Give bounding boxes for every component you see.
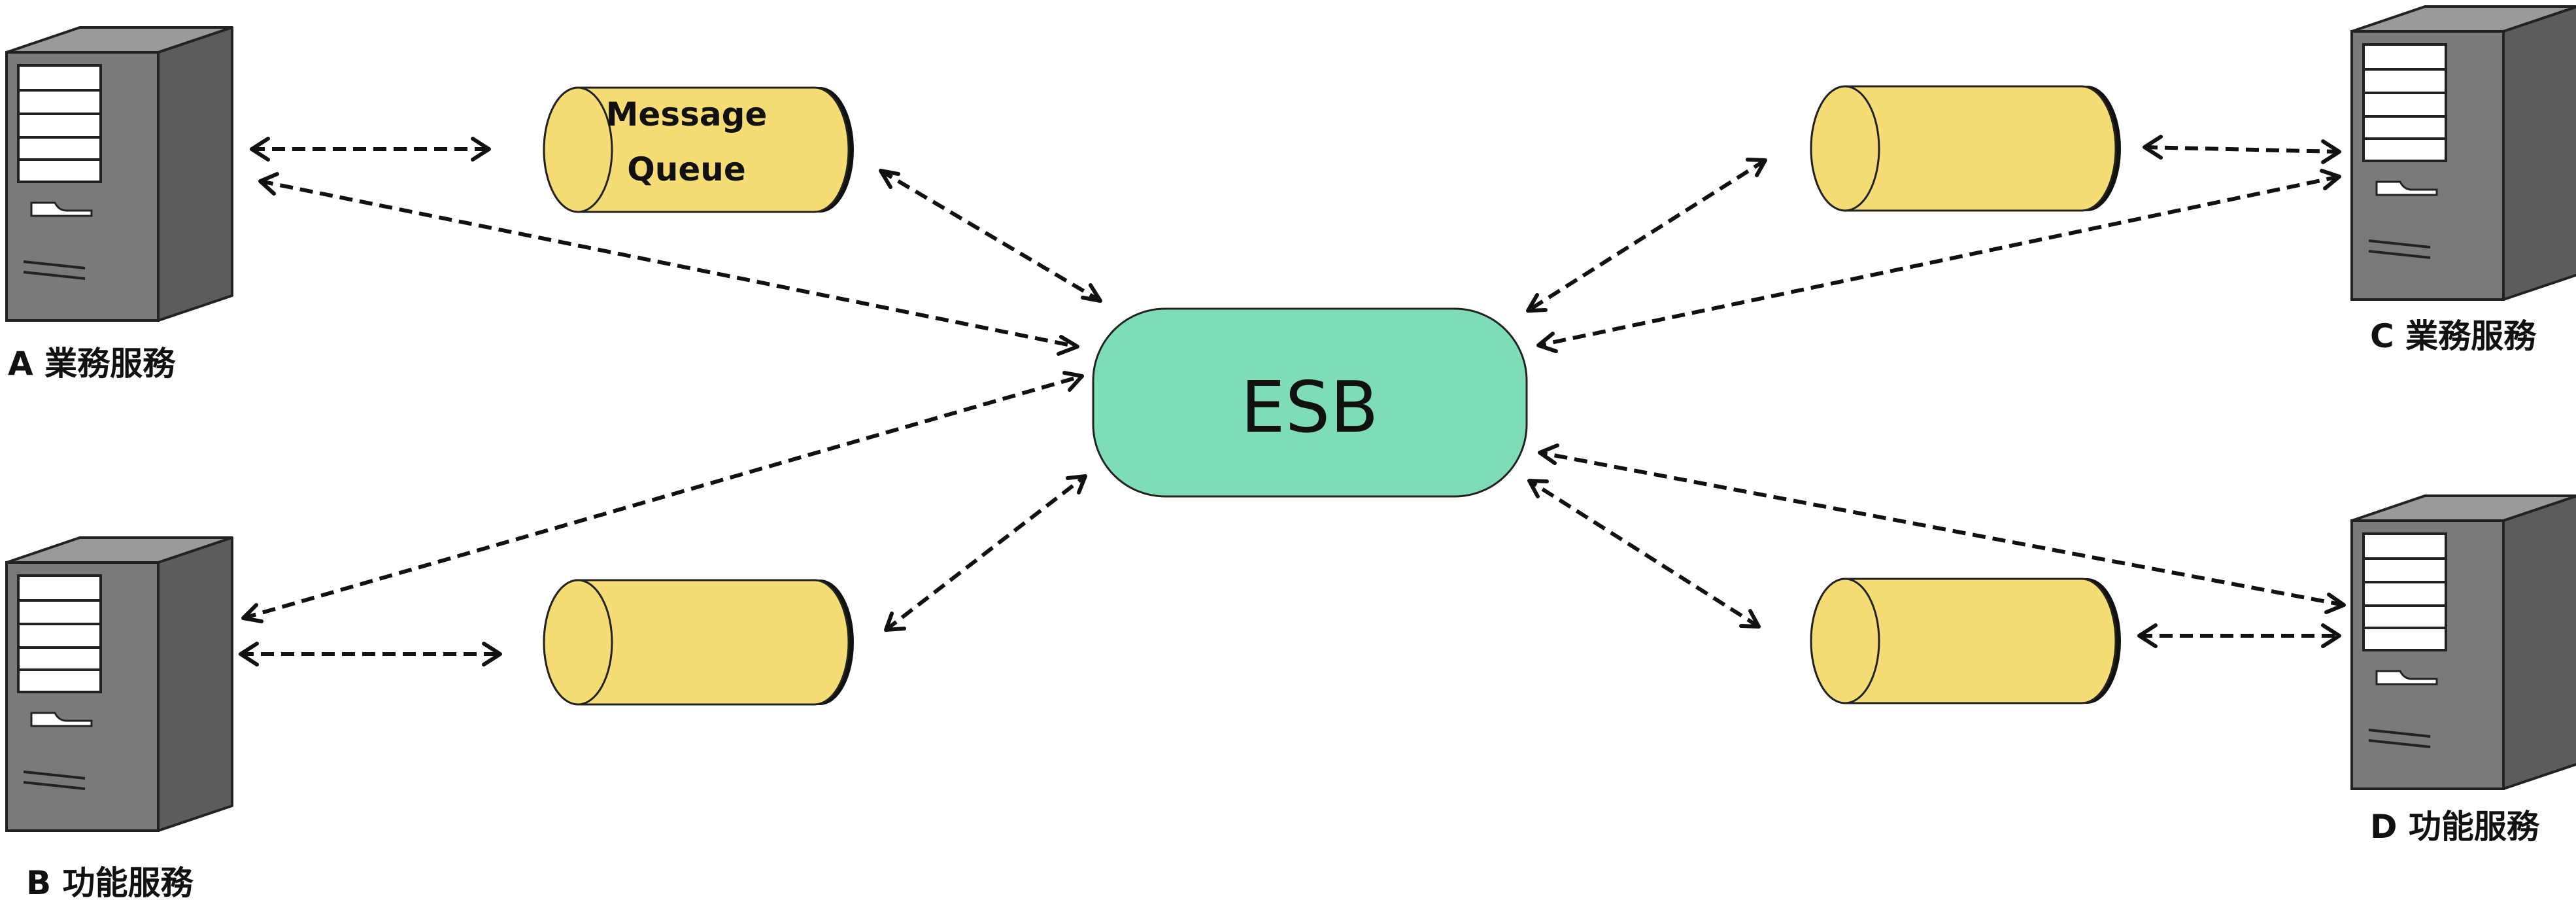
connector-queue-a-to-esb xyxy=(879,169,1102,303)
connector-a-to-esb xyxy=(258,172,1079,356)
server-icon xyxy=(5,536,233,832)
connector-c-to-esb xyxy=(1536,169,2341,353)
queue-c xyxy=(1810,84,2122,213)
queue-a-label-line2: Queue xyxy=(627,150,746,188)
connector-d-to-queue-d xyxy=(2137,623,2341,648)
connector-b-to-queue-b xyxy=(239,642,502,666)
connector-b-to-esb xyxy=(241,371,1084,623)
server-c xyxy=(2350,5,2576,301)
queue-a-label-line1: Message xyxy=(606,95,768,133)
server-c-label: C 業務服務 xyxy=(2370,317,2537,355)
connector-d-to-esb xyxy=(1538,443,2346,614)
server-d-label: D 功能服務 xyxy=(2370,808,2540,846)
queue-b xyxy=(543,578,855,706)
server-a-label: A 業務服務 xyxy=(8,345,176,383)
esb-node: ESB xyxy=(1092,307,1528,498)
connector-queue-c-to-esb xyxy=(1526,158,1767,313)
esb-label: ESB xyxy=(1241,367,1379,449)
connector-c-to-queue-c xyxy=(2143,135,2341,164)
queue-d xyxy=(1810,577,2122,705)
queue-a: Message Queue xyxy=(543,86,855,214)
connector-group xyxy=(239,135,2346,666)
connector-queue-d-to-esb xyxy=(1527,479,1761,629)
server-a xyxy=(5,26,233,322)
server-icon xyxy=(5,26,233,322)
server-icon xyxy=(2350,5,2576,301)
server-b-label: B 功能服務 xyxy=(26,864,194,902)
connector-queue-b-to-esb xyxy=(884,474,1087,632)
connector-a-to-queue-a xyxy=(250,137,491,162)
server-d xyxy=(2350,494,2576,790)
server-icon xyxy=(2350,494,2576,790)
server-b xyxy=(5,536,233,832)
